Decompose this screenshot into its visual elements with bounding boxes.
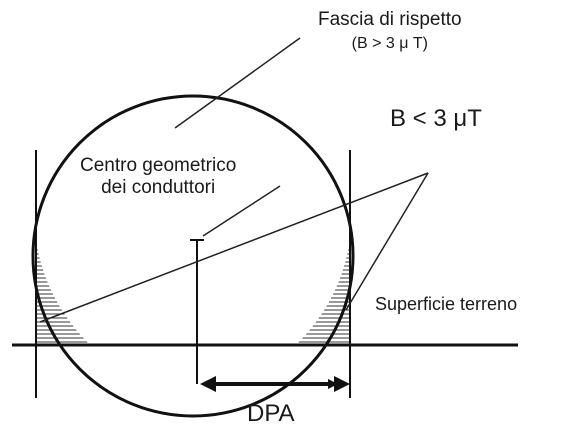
leader-b-to-right: [345, 172, 429, 311]
leader-fascia: [174, 37, 301, 129]
leader-b-to-left: [39, 172, 429, 323]
hatched-region-right: [296, 240, 350, 345]
leader-centro: [202, 185, 281, 237]
hatched-region-left: [36, 240, 90, 345]
dpa-arrow-right-head: [334, 376, 350, 392]
centro-line2: dei conduttori: [101, 176, 216, 198]
dpa-arrow-left-head: [200, 376, 216, 392]
fascia-title: Fascia di rispetto: [318, 9, 462, 30]
centro-label: Centro geometrico dei conduttori: [80, 155, 236, 199]
centro-line1: Centro geometrico: [80, 155, 237, 176]
dpa-label: DPA: [247, 400, 295, 427]
fascia-condition: (B > 3 μ T): [351, 34, 428, 52]
superficie-label: Superficie terreno: [375, 294, 518, 314]
respect-band-circle: [31, 94, 355, 418]
b-outside-label: B < 3 μT: [390, 105, 482, 132]
fascia-label: Fascia di rispetto (B > 3 μ T): [318, 9, 462, 53]
